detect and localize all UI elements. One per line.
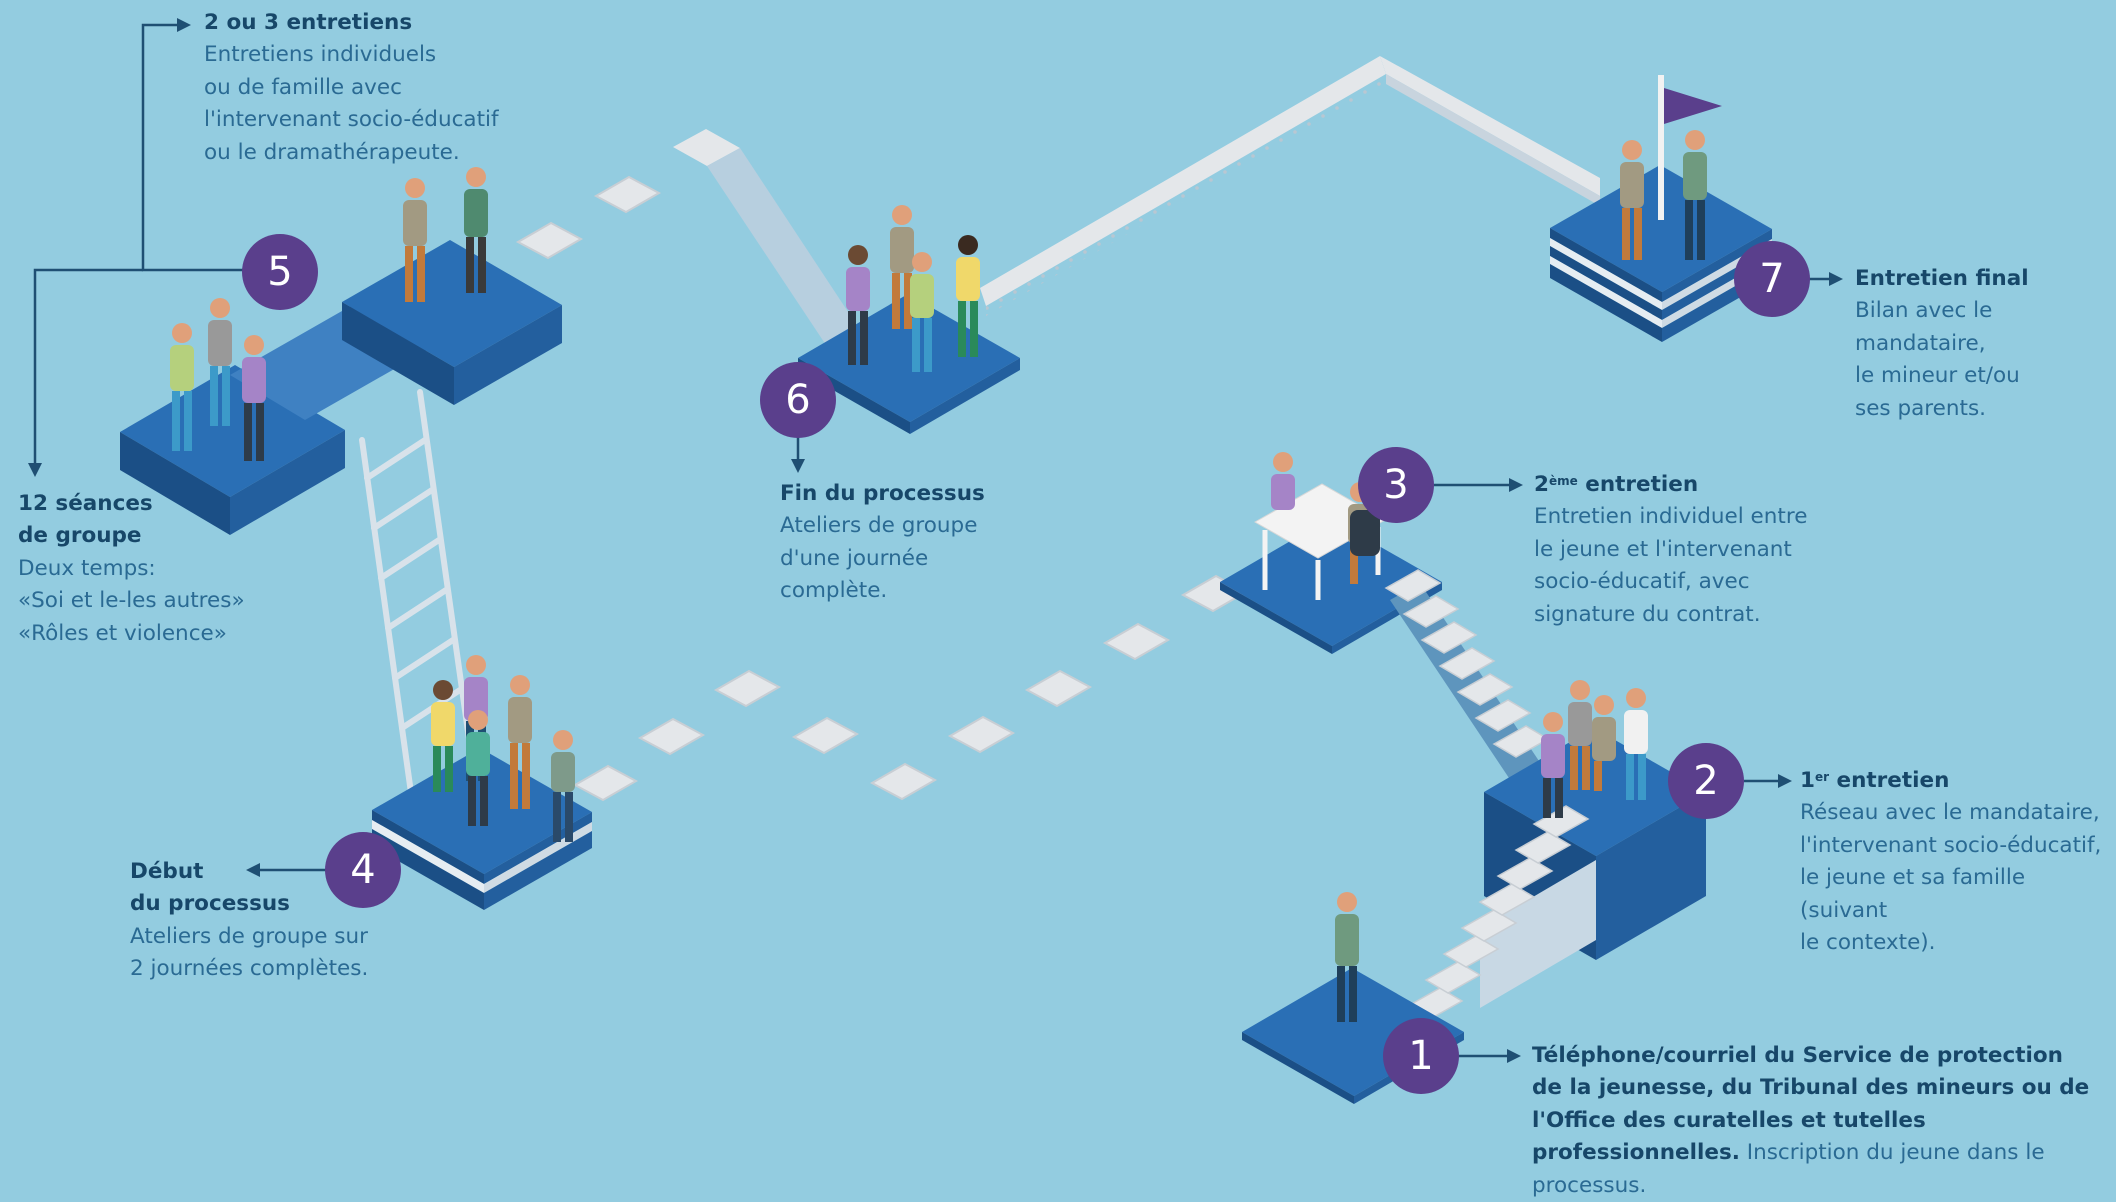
step-badge-7: 7: [1734, 241, 1810, 317]
step-3-title: 2ème entretien: [1534, 472, 1699, 497]
step-5a-body-line: ou de famille avec: [204, 74, 402, 100]
step-number: 6: [785, 377, 810, 423]
step-5b-title-line: 12 séances: [18, 491, 153, 516]
stepping-stones-lower: [572, 574, 1249, 802]
stone: [947, 715, 1016, 754]
stone: [791, 716, 860, 755]
step-4-title-line: du processus: [130, 891, 290, 917]
step-badge-3: 3: [1358, 447, 1434, 523]
step-3-body-line: le jeune et l'intervenant: [1534, 536, 1792, 562]
step-5b-body-line: Deux temps:: [18, 555, 156, 581]
stone: [869, 762, 938, 801]
step-7-text: Entretien final Bilan avec le mandataire…: [1855, 263, 2113, 425]
step-7-body-line: Bilan avec le mandataire,: [1855, 298, 1993, 356]
step-5b-text: 12 séances de groupe Deux temps: «Soi et…: [18, 488, 278, 650]
step-4-body-line: 2 journées complètes.: [130, 956, 369, 982]
step-2-body-line: le contexte).: [1800, 930, 1936, 956]
step-5a-text: 2 ou 3 entretiens Entretiens individuels…: [204, 7, 504, 169]
step-number: 4: [350, 847, 375, 893]
stone: [1102, 622, 1171, 661]
platform-5: [120, 240, 562, 535]
step-7-title: Entretien final: [1855, 266, 2029, 291]
step-badge-1: 1: [1383, 1018, 1459, 1094]
staircase-icon: [1384, 569, 1550, 787]
step-number: 2: [1693, 758, 1718, 804]
stone: [515, 221, 584, 260]
step-7-body-line: le mineur et/ou: [1855, 363, 2020, 389]
stone: [713, 669, 782, 708]
step-5a-title: 2 ou 3 entretiens: [204, 10, 413, 35]
step-2-body-line: Réseau avec le mandataire,: [1800, 800, 2100, 826]
stepping-stones-upper: [515, 175, 662, 260]
step-5a-body-line: l'intervenant socio-éducatif: [204, 107, 499, 133]
step-5a-body-line: ou le dramathérapeute.: [204, 139, 460, 165]
step-badge-6: 6: [760, 362, 836, 438]
step-4-title-line: Début: [130, 859, 204, 884]
step-badge-2: 2: [1668, 743, 1744, 819]
ramp-5-6: [673, 129, 860, 348]
step-5b-title-line: de groupe: [18, 523, 142, 549]
step-3-body-line: socio-éducatif, avec: [1534, 569, 1750, 595]
step-6-body-line: complète.: [780, 578, 888, 604]
step-6-title: Fin du processus: [780, 481, 985, 506]
step-5a-body-line: Entretiens individuels: [204, 42, 437, 68]
stone: [593, 175, 662, 214]
step-number: 5: [267, 249, 292, 295]
arrowheads: [28, 18, 1843, 1063]
stone: [1024, 669, 1093, 708]
step-badge-5: 5: [242, 234, 318, 310]
step-number: 7: [1759, 256, 1784, 302]
step-1-title: Téléphone/courriel du Service de protect…: [1532, 1043, 2090, 1166]
step-2-body-line: l'intervenant socio-éducatif,: [1800, 832, 2102, 858]
step-4-body-line: Ateliers de groupe sur: [130, 923, 368, 949]
step-2-title: 1er entretien: [1800, 768, 1950, 793]
step-5b-body-line: «Soi et le-les autres»: [18, 588, 245, 614]
stone: [637, 717, 706, 756]
step-number: 1: [1408, 1033, 1433, 1079]
step-1-text: Téléphone/courriel du Service de protect…: [1532, 1040, 2092, 1202]
step-4-text: Début du processus Ateliers de groupe su…: [130, 856, 390, 986]
bridge-6-7: [980, 56, 1600, 316]
step-3-body-line: Entretien individuel entre: [1534, 504, 1808, 530]
step-7-body-line: ses parents.: [1855, 395, 1986, 421]
step-6-text: Fin du processus Ateliers de groupe d'un…: [780, 478, 1040, 608]
step-3-text: 2ème entretien Entretien individuel entr…: [1534, 469, 1834, 631]
step-2-text: 1er entretien Réseau avec le mandataire,…: [1800, 765, 2110, 959]
step-6-body-line: d'une journée: [780, 545, 929, 571]
step-6-body-line: Ateliers de groupe: [780, 513, 978, 539]
people-group-icon: [170, 130, 1707, 1022]
step-3-body-line: signature du contrat.: [1534, 601, 1761, 627]
staircase-icon: [1406, 805, 1596, 1020]
step-number: 3: [1383, 462, 1408, 508]
connector-lines: [33, 23, 1832, 1058]
stone: [572, 764, 639, 802]
step-2-body-line: le jeune et sa famille (suivant: [1800, 865, 2026, 923]
step-5b-body-line: «Rôles et violence»: [18, 620, 227, 646]
flag-icon: [1658, 75, 1722, 220]
step-1-body: Inscription du jeune dans le processus.: [1532, 1140, 2045, 1198]
ladder-icon: [359, 389, 475, 803]
step-badge-4: 4: [325, 832, 401, 908]
